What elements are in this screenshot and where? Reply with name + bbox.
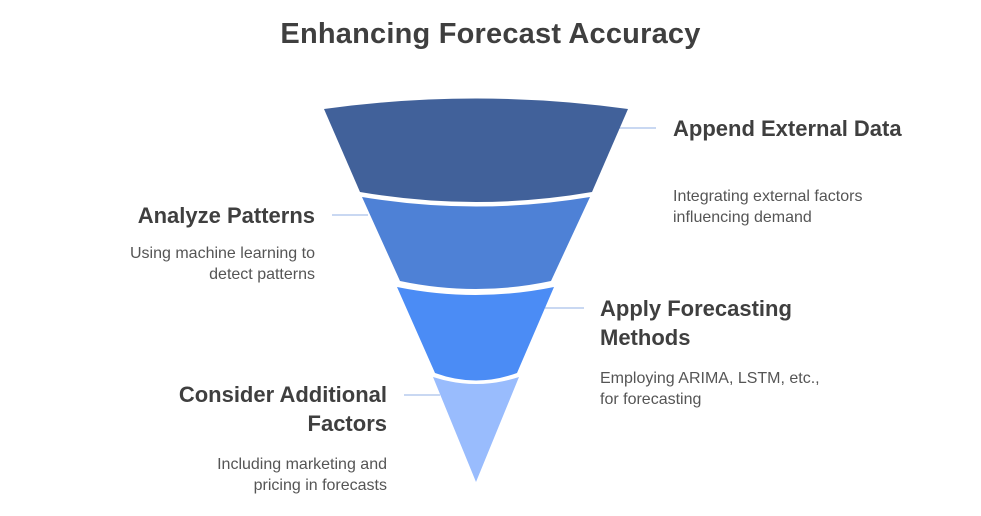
stage-1-label: Append External Data — [673, 116, 902, 141]
stage-1-description: Integrating external factors influencing… — [673, 188, 863, 226]
diagram-title: Enhancing Forecast Accuracy — [280, 18, 701, 50]
funnel-stage-3 — [397, 287, 554, 381]
funnel-stage-1 — [324, 98, 628, 202]
stage-2-description: Using machine learning to detect pattern… — [130, 245, 315, 283]
stage-2-label: Analyze Patterns — [137, 203, 315, 228]
stage-3-description: Employing ARIMA, LSTM, etc., for forecas… — [600, 370, 820, 408]
stage-4-label: Consider Additional Factors — [178, 382, 387, 436]
stage-3-label: Apply Forecasting Methods — [600, 296, 792, 350]
stage-4-description: Including marketing and pricing in forec… — [217, 456, 387, 494]
funnel-stage-2 — [362, 197, 590, 289]
funnel-stage-4 — [433, 377, 519, 482]
